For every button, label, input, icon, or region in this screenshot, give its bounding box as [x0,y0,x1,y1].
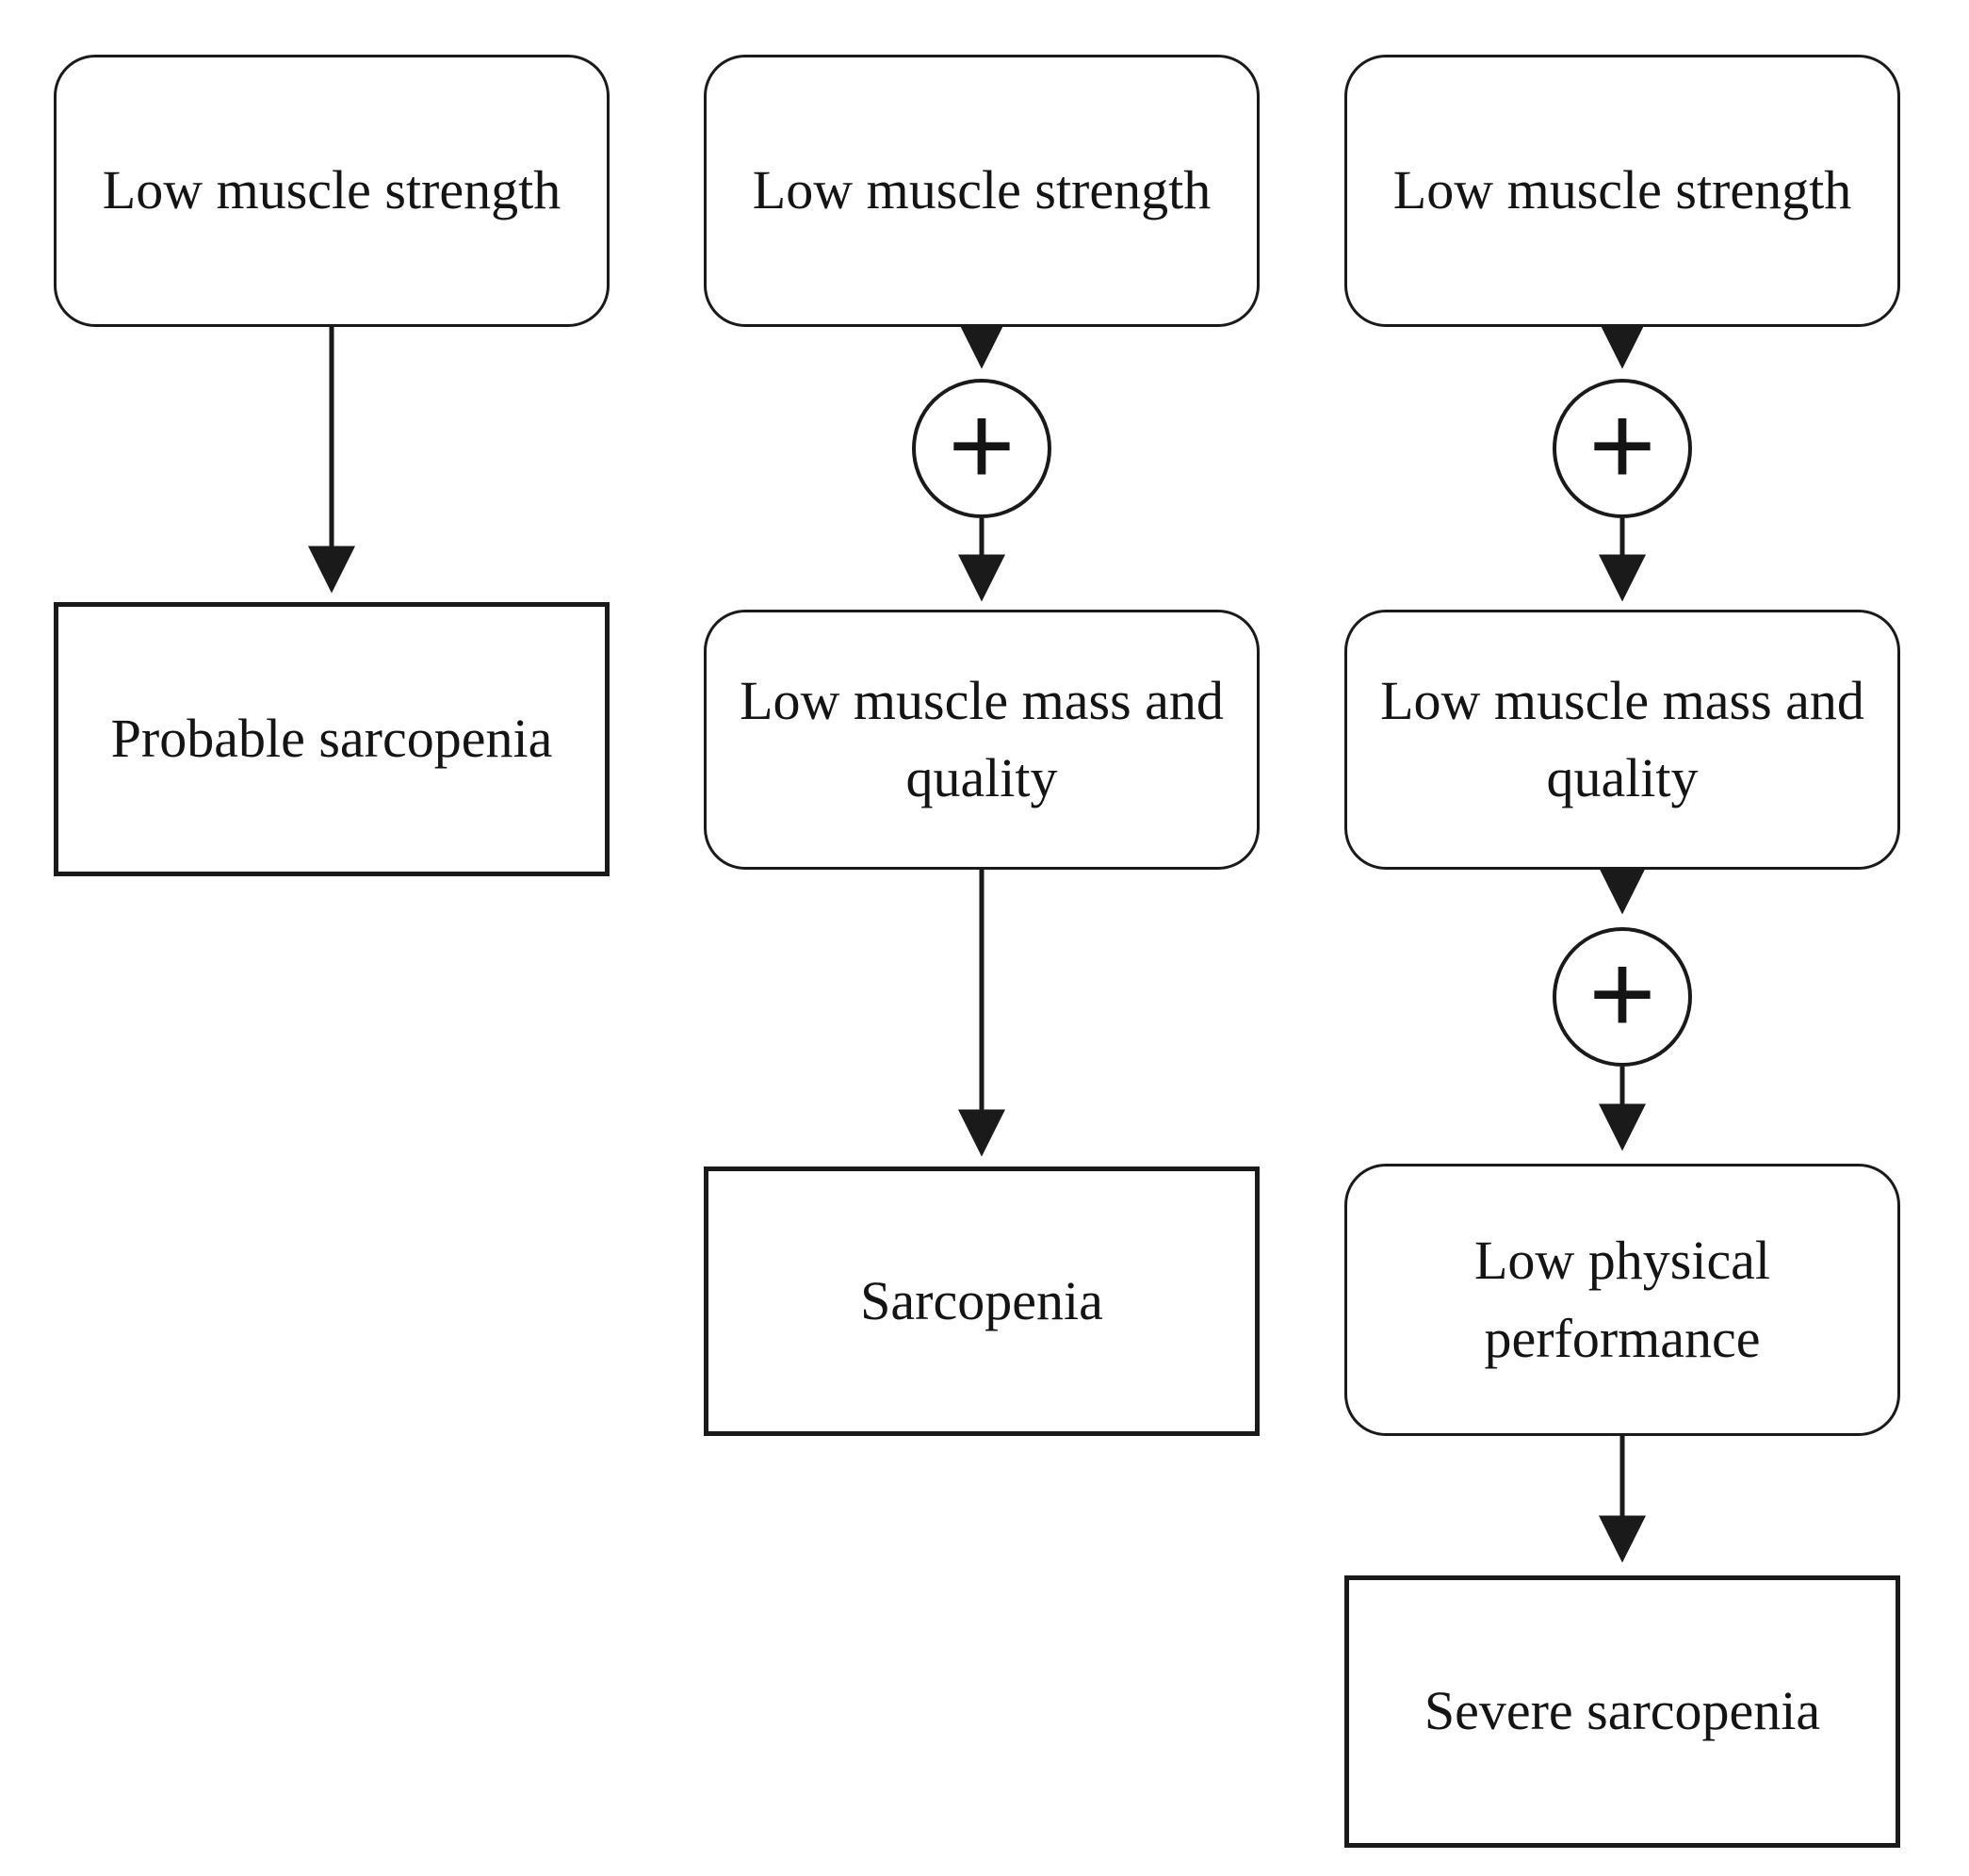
plus-junction-col3-lower: + [1553,927,1692,1067]
plus-symbol: + [1588,929,1656,1057]
plus-junction-col3-upper: + [1553,379,1692,518]
plus-junction-col2: + [912,379,1051,518]
node-low-physical-performance: Low physical performance [1344,1164,1900,1436]
node-probable-sarcopenia: Probable sarcopenia [54,602,610,876]
node-low-muscle-mass-col2: Low muscle mass and quality [704,610,1260,870]
node-low-muscle-strength-col1: Low muscle strength [54,55,610,327]
plus-symbol: + [948,381,1016,509]
node-low-muscle-mass-col3: Low muscle mass and quality [1344,610,1900,870]
plus-symbol: + [1588,381,1656,509]
node-severe-sarcopenia: Severe sarcopenia [1344,1575,1900,1848]
node-low-muscle-strength-col3: Low muscle strength [1344,55,1900,327]
node-sarcopenia: Sarcopenia [704,1166,1260,1436]
node-low-muscle-strength-col2: Low muscle strength [704,55,1260,327]
